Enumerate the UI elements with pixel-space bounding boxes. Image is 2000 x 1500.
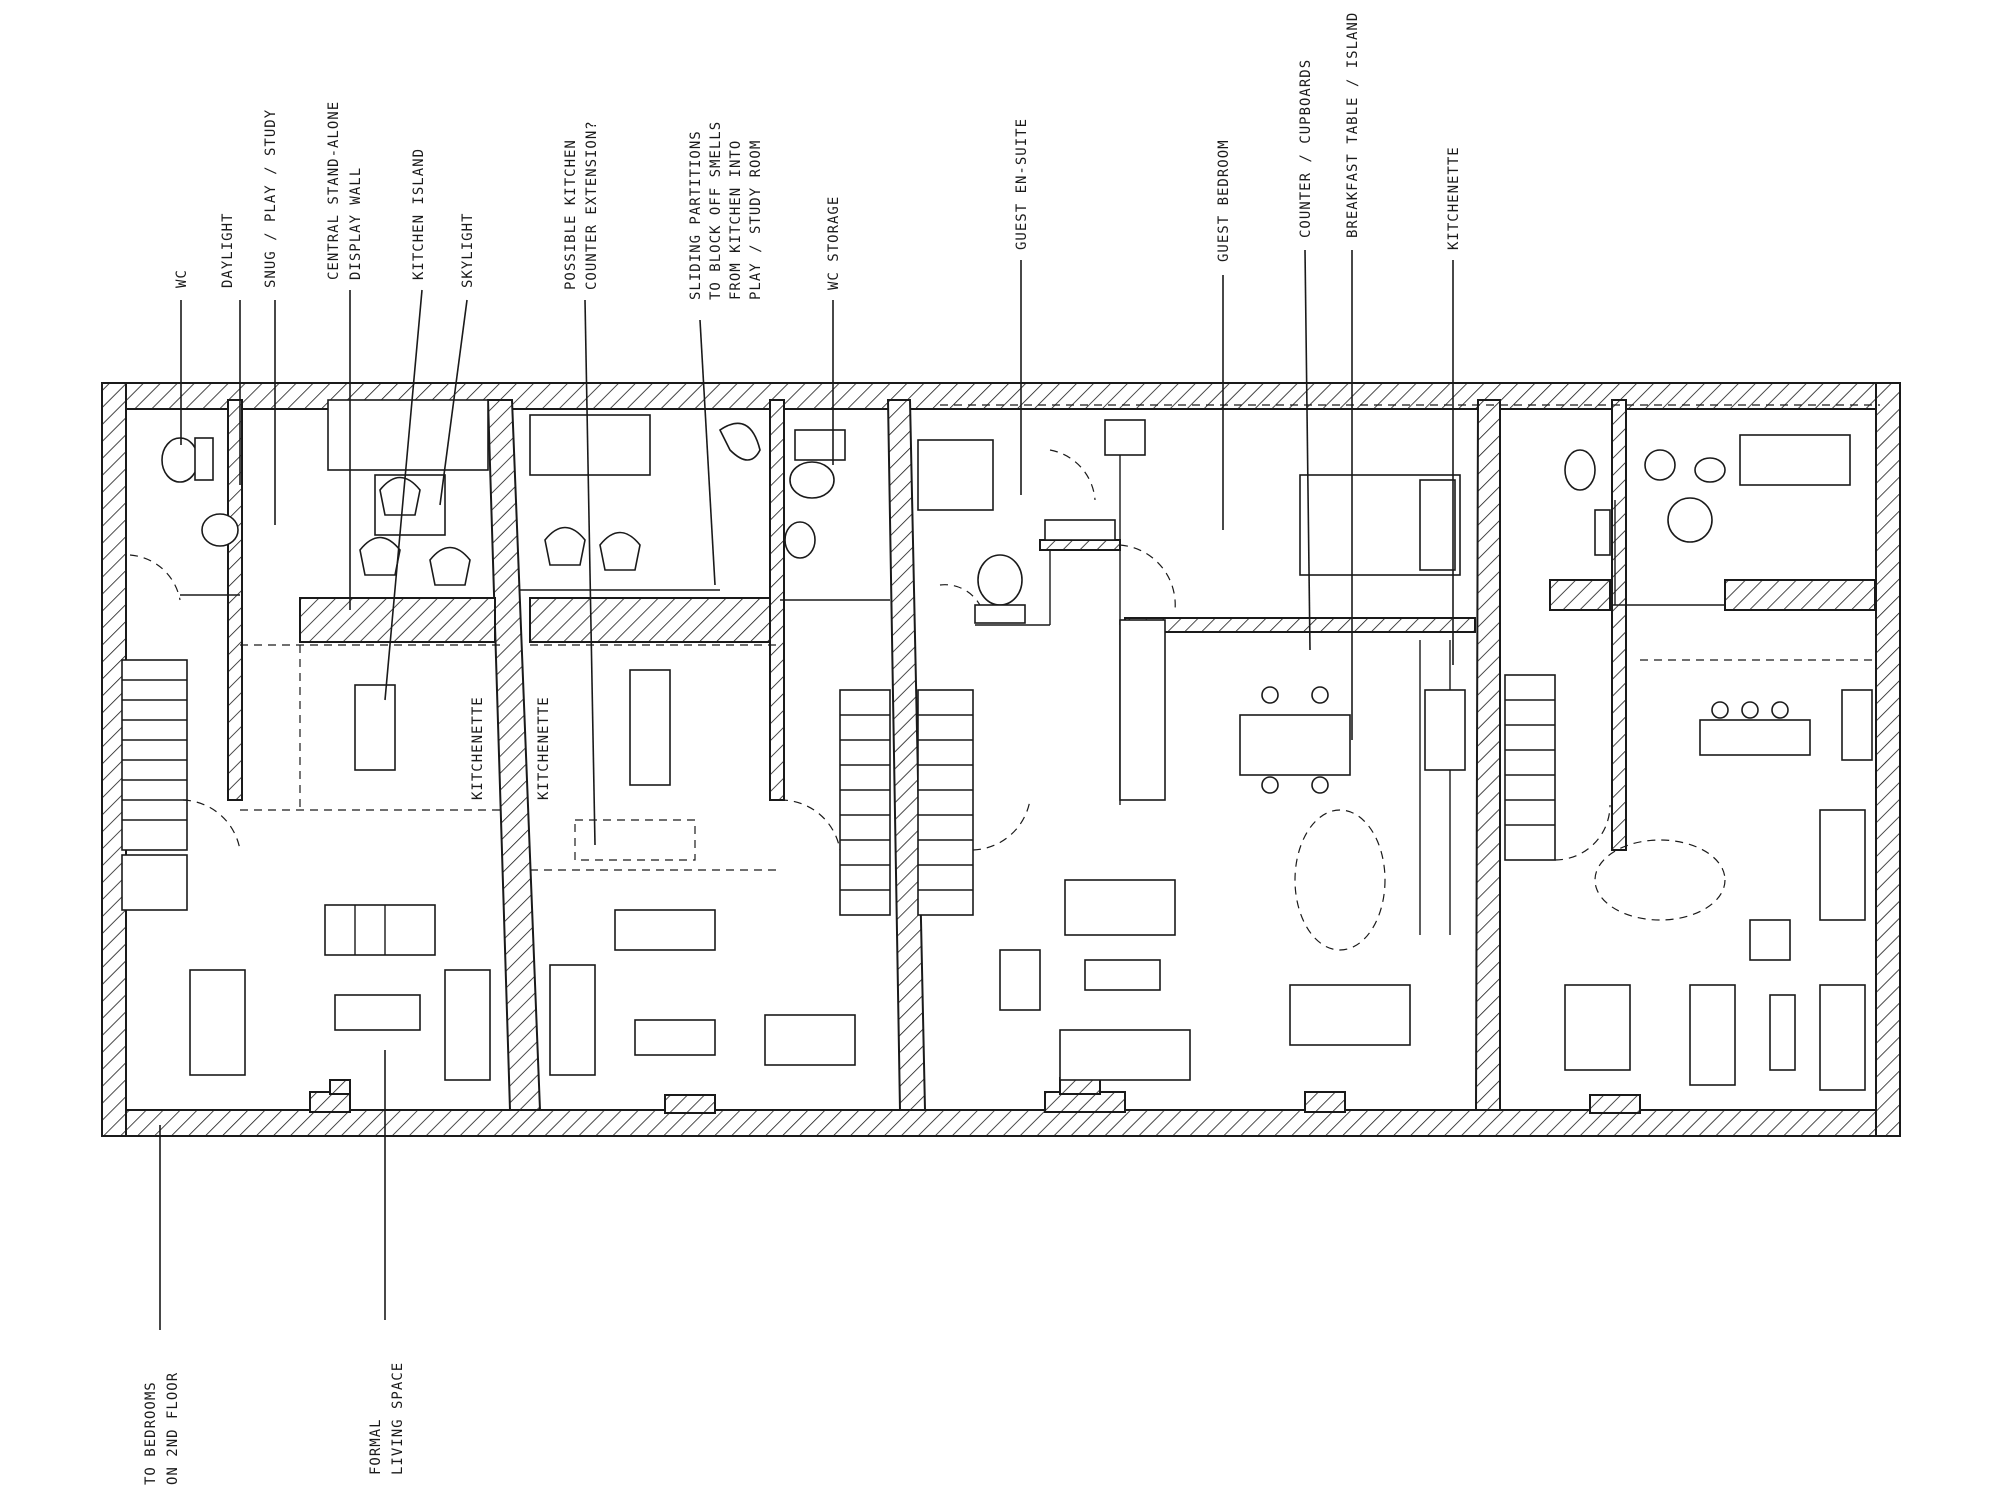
wc-fixtures [161,429,1611,624]
label-breakfast-table: BREAKFAST TABLE / ISLAND [1345,12,1361,238]
rugs [574,809,1726,951]
label-sliding-3: FROM KITCHEN INTO [728,140,744,300]
kitchen-islands [354,619,1811,801]
label-bedrooms-1: TO BEDROOMS [143,1381,159,1485]
label-sliding-4: PLAY / STUDY ROOM [748,140,764,300]
kitchenette-plan-label-1: KITCHENETTE [470,696,486,800]
label-wc-storage: WC STORAGE [826,196,842,290]
dashed-overhead-lines [240,404,1880,871]
label-counter-cupboards: COUNTER / CUPBOARDS [1298,59,1314,238]
label-bedrooms-2: ON 2ND FLOOR [165,1372,181,1485]
living-furniture [189,689,1873,1091]
party-walls [227,399,1627,1111]
label-display-wall-1: CENTRAL STAND-ALONE [326,101,342,280]
label-kitchenette: KITCHENETTE [1446,146,1462,250]
kitchenette-plan-label-2: KITCHENETTE [536,696,552,800]
bottom-leaders [159,1050,386,1330]
label-display-wall-2: DISPLAY WALL [348,167,364,280]
guest-bed [1299,474,1461,576]
label-kitchen-ext-1: POSSIBLE KITCHEN [563,139,579,290]
label-skylight: SKYLIGHT [460,213,476,288]
stairs [121,659,1556,916]
label-sliding-1: SLIDING PARTITIONS [688,130,704,300]
label-kitchen-island: KITCHEN ISLAND [411,148,427,280]
label-kitchen-ext-2: COUNTER EXTENSION? [584,120,600,290]
label-formal-2: LIVING SPACE [390,1362,406,1475]
top-leaders [180,249,1454,846]
label-guest-ensuite: GUEST EN-SUITE [1014,118,1030,250]
label-daylight: DAYLIGHT [220,213,236,288]
label-guest-bedroom: GUEST BEDROOM [1216,139,1232,262]
label-snug: SNUG / PLAY / STUDY [263,109,279,288]
label-formal-1: FORMAL [368,1418,384,1475]
label-sliding-2: TO BLOCK OFF SMELLS [708,121,724,300]
counter-strips [299,539,1876,643]
front-piers [309,1077,1641,1114]
label-wc: WC [174,269,190,288]
study-furniture [327,399,1851,586]
